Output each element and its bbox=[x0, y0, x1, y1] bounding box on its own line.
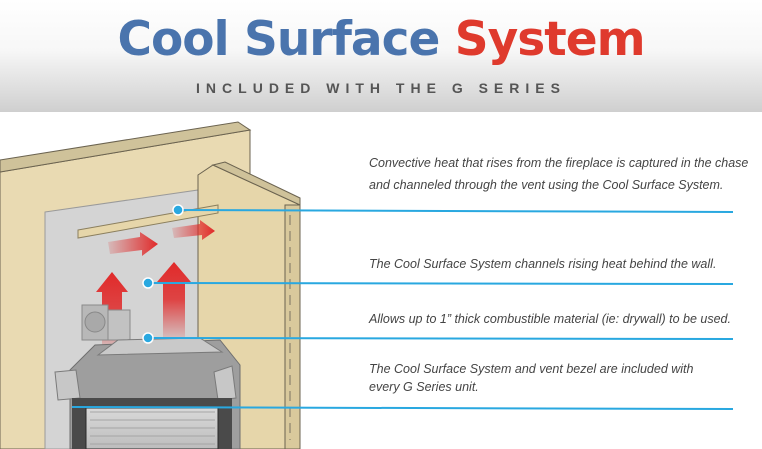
callout-2-line-1: The Cool Surface System channels rising … bbox=[369, 257, 717, 271]
fireplace-diagram bbox=[0, 121, 734, 449]
header-banner: Cool Surface System INCLUDED WITH THE G … bbox=[0, 0, 762, 112]
callout-4-line-1: The Cool Surface System and vent bezel a… bbox=[369, 362, 694, 376]
leader-line-2 bbox=[147, 282, 734, 285]
callout-1-line-2: and channeled through the vent using the… bbox=[369, 178, 724, 192]
page-title: Cool Surface System bbox=[0, 8, 762, 72]
side-wall bbox=[197, 161, 301, 449]
title-main: Cool Surface bbox=[117, 12, 440, 67]
callout-4-line-2: every G Series unit. bbox=[369, 380, 479, 394]
leader-dot-1 bbox=[172, 204, 184, 216]
callout-convective-heat: Convective heat that rises from the fire… bbox=[369, 152, 749, 196]
leader-line-1 bbox=[177, 209, 734, 213]
callout-1-line-1: Convective heat that rises from the fire… bbox=[369, 156, 749, 170]
heat-arrow-vent-left bbox=[108, 232, 158, 256]
callout-rising-heat: The Cool Surface System channels rising … bbox=[369, 253, 749, 275]
leader-line-4 bbox=[71, 406, 734, 410]
heat-arrow-vent-right bbox=[172, 220, 215, 240]
callout-included-bezel: The Cool Surface System and vent bezel a… bbox=[369, 360, 749, 396]
leader-dot-2 bbox=[142, 277, 154, 289]
vent-bar bbox=[77, 204, 219, 239]
callout-combustible-material: Allows up to 1” thick combustible materi… bbox=[369, 308, 749, 330]
title-accent: System bbox=[454, 12, 646, 67]
vent-pipe bbox=[81, 304, 131, 341]
page-subtitle: INCLUDED WITH THE G SERIES bbox=[196, 80, 566, 96]
callout-3-line-1: Allows up to 1” thick combustible materi… bbox=[369, 312, 731, 326]
leader-line-3 bbox=[147, 337, 734, 340]
leader-dot-3 bbox=[142, 332, 154, 344]
leader-lines bbox=[71, 204, 734, 410]
